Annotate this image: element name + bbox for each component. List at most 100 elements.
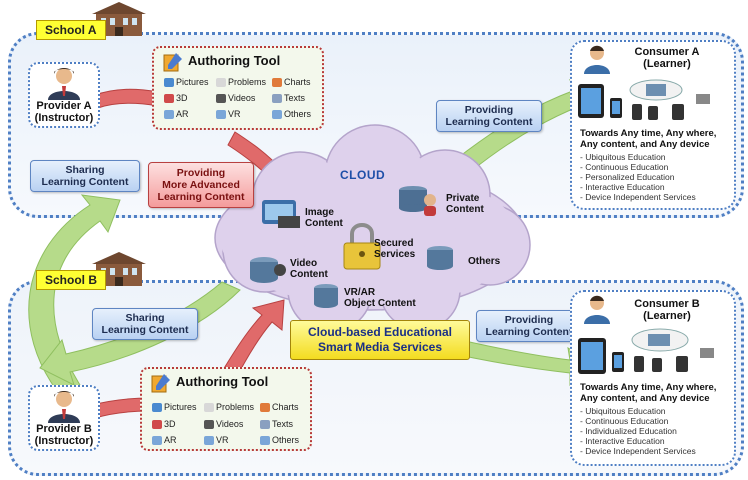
tool-a-others: Others bbox=[272, 109, 311, 119]
instructor-a-icon bbox=[48, 68, 80, 100]
consumer-a-towards-1: Towards Any time, Any where, bbox=[580, 128, 717, 139]
lock-icon bbox=[343, 223, 381, 270]
providing-advanced-line2: More Advanced bbox=[162, 179, 240, 191]
vr-icon bbox=[204, 435, 214, 445]
tool-b-vr-label: VR bbox=[216, 435, 229, 445]
consumer-b-list: - Ubiquitous Education - Continuous Educ… bbox=[580, 406, 696, 456]
tool-b-3d-label: 3D bbox=[164, 419, 176, 429]
video-content-line2: Content bbox=[290, 269, 328, 280]
others-server-icon bbox=[427, 246, 453, 270]
consumer-b-role: (Learner) bbox=[643, 310, 691, 322]
charts-icon bbox=[272, 77, 282, 87]
tool-b-texts-label: Texts bbox=[272, 419, 294, 429]
authoring-tool-b-title: Authoring Tool bbox=[176, 374, 269, 389]
sharing-b-line2: Learning Content bbox=[101, 324, 189, 336]
devices-b-icon bbox=[578, 328, 714, 374]
service-banner-line1: Cloud-based Educational bbox=[307, 325, 452, 339]
tool-b-others-label: Others bbox=[272, 435, 300, 445]
problems-icon bbox=[204, 402, 214, 412]
tool-b-problems-label: Problems bbox=[216, 402, 255, 412]
sharing-content-b-box: Sharing Learning Content bbox=[92, 308, 198, 340]
private-content-line2: Content bbox=[446, 204, 484, 215]
list-item: - Device Independent Services bbox=[580, 446, 696, 456]
provider-b-name: Provider B bbox=[36, 423, 92, 435]
tool-b-charts: Charts bbox=[260, 402, 299, 412]
pencil-icon bbox=[163, 53, 182, 72]
secured-services-label: Secured Services bbox=[374, 238, 415, 260]
tool-b-videos: Videos bbox=[204, 419, 243, 429]
tool-a-videos-label: Videos bbox=[228, 93, 256, 103]
authoring-tool-a: Authoring Tool Pictures Problems Charts … bbox=[152, 46, 324, 130]
list-item: - Device Independent Services bbox=[580, 192, 696, 202]
image-content-icon bbox=[262, 200, 300, 228]
list-item: - Continuous Education bbox=[580, 162, 669, 172]
pictures-icon bbox=[152, 402, 162, 412]
provider-b-box: Provider B (Instructor) bbox=[28, 385, 100, 451]
consumer-a-towards-2: Any content, and Any device bbox=[580, 139, 710, 150]
videos-icon bbox=[216, 93, 226, 103]
image-content-label: Image Content bbox=[305, 207, 343, 229]
providing-advanced-box: Providing More Advanced Learning Content bbox=[148, 162, 254, 208]
others-icon bbox=[272, 109, 282, 119]
private-content-icon bbox=[399, 186, 436, 216]
tool-a-problems: Problems bbox=[216, 77, 266, 87]
vrar-content-line2: Object Content bbox=[344, 298, 416, 309]
tool-b-ar-label: AR bbox=[164, 435, 177, 445]
tool-a-others-label: Others bbox=[284, 109, 312, 119]
tool-a-pictures: Pictures bbox=[164, 77, 209, 87]
service-banner-line2: Smart Media Services bbox=[317, 340, 443, 354]
tool-b-problems: Problems bbox=[204, 402, 254, 412]
tool-a-ar: AR bbox=[164, 109, 189, 119]
list-item: - Individualized Education bbox=[580, 426, 677, 436]
tool-b-texts: Texts bbox=[260, 419, 293, 429]
vrar-content-icon bbox=[314, 284, 338, 308]
tool-b-videos-label: Videos bbox=[216, 419, 244, 429]
3d-icon bbox=[164, 93, 174, 103]
sharing-content-a-box: Sharing Learning Content bbox=[30, 160, 140, 192]
tool-a-3d: 3D bbox=[164, 93, 188, 103]
tool-a-problems-label: Problems bbox=[228, 77, 267, 87]
devices-a-icon bbox=[578, 79, 710, 120]
providing-content-a-box: Providing Learning Content bbox=[436, 100, 542, 132]
texts-icon bbox=[272, 93, 282, 103]
3d-icon bbox=[152, 419, 162, 429]
consumer-b-name: Consumer B bbox=[634, 298, 700, 310]
private-content-line1: Private bbox=[446, 193, 480, 204]
cloud-title: CLOUD bbox=[340, 168, 386, 182]
instructor-b-icon bbox=[48, 391, 80, 423]
list-item: - Interactive Education bbox=[580, 182, 665, 192]
school-a-label: School A bbox=[36, 20, 106, 40]
list-item: - Personalized Education bbox=[580, 172, 675, 182]
charts-icon bbox=[260, 402, 270, 412]
tool-b-3d: 3D bbox=[152, 419, 176, 429]
sharing-b-line1: Sharing bbox=[125, 312, 165, 324]
provider-b-role: (Instructor) bbox=[34, 435, 94, 447]
sharing-a-line2: Learning Content bbox=[41, 176, 129, 188]
providing-a-line2: Learning Content bbox=[445, 116, 533, 128]
authoring-tool-b: Authoring Tool Pictures Problems Charts … bbox=[140, 367, 312, 451]
tool-a-texts: Texts bbox=[272, 93, 305, 103]
tool-a-vr: VR bbox=[216, 109, 241, 119]
provider-a-role: (Instructor) bbox=[34, 112, 94, 124]
pencil-icon bbox=[151, 374, 170, 393]
providing-advanced-line1: Providing bbox=[176, 167, 226, 179]
consumer-a-list: - Ubiquitous Education - Continuous Educ… bbox=[580, 152, 696, 202]
school-b-label: School B bbox=[36, 270, 107, 290]
video-content-line1: Video bbox=[290, 258, 318, 269]
consumer-b-towards-1: Towards Any time, Any where, bbox=[580, 382, 717, 393]
learner-a-icon bbox=[584, 45, 610, 74]
tool-a-charts: Charts bbox=[272, 77, 311, 87]
authoring-tool-a-title: Authoring Tool bbox=[188, 53, 281, 68]
tool-b-vr: VR bbox=[204, 435, 229, 445]
service-banner: Cloud-based Educational Smart Media Serv… bbox=[290, 320, 470, 360]
consumer-b-box: Consumer B (Learner) Towards Any time, A… bbox=[570, 290, 736, 466]
vrar-content-label: VR/AR Object Content bbox=[344, 287, 416, 309]
others-label: Others bbox=[468, 256, 501, 267]
tool-a-vr-label: VR bbox=[228, 109, 241, 119]
tool-b-ar: AR bbox=[152, 435, 177, 445]
tool-a-videos: Videos bbox=[216, 93, 255, 103]
image-content-line1: Image bbox=[305, 207, 334, 218]
tool-a-ar-label: AR bbox=[176, 109, 189, 119]
tool-a-charts-label: Charts bbox=[284, 77, 311, 87]
list-item: - Ubiquitous Education bbox=[580, 406, 666, 416]
